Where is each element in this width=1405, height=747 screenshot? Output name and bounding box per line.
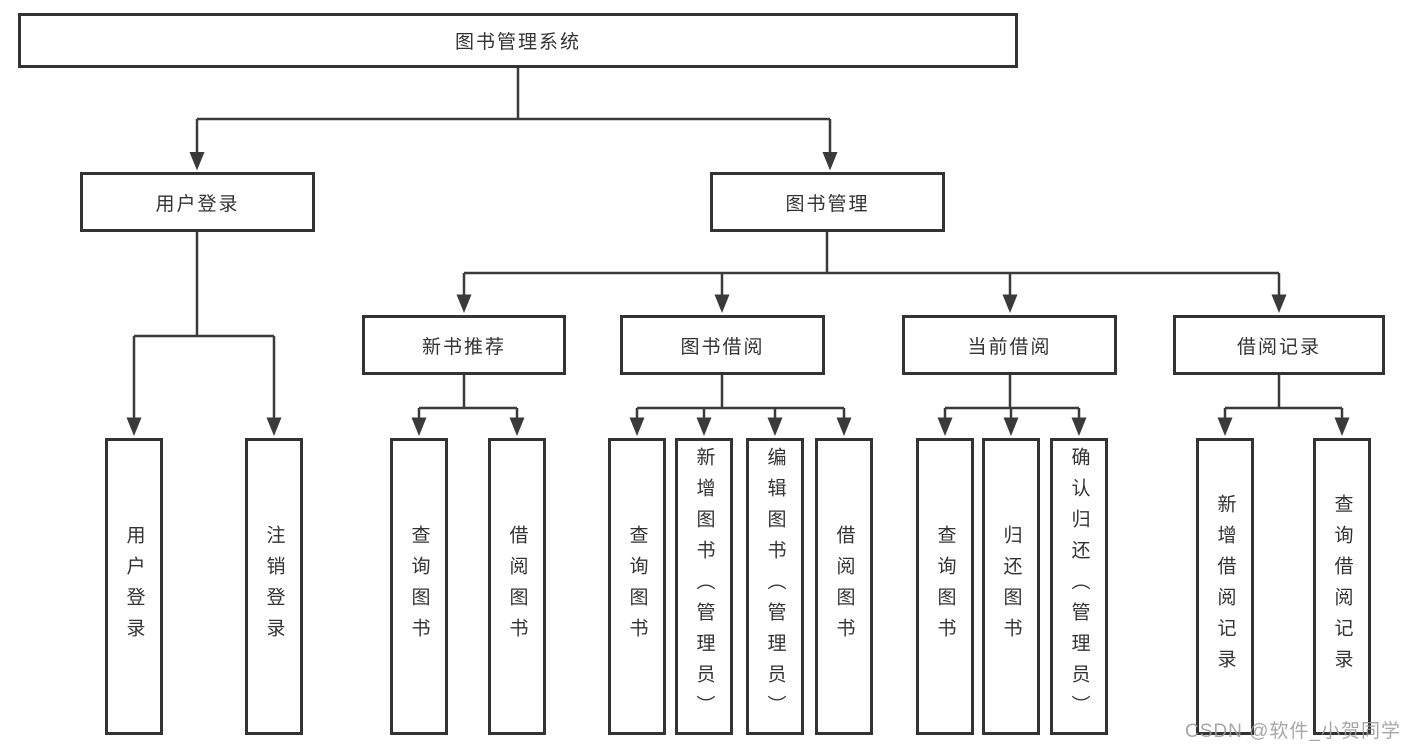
leaf-add-books-admin-label: 新增图书（管理员） xyxy=(693,447,715,726)
node-borrow-records: 借阅记录 xyxy=(1173,315,1385,375)
leaf-borrow-books-recommend-label: 借阅图书 xyxy=(506,524,528,649)
connector-root-to-level2 xyxy=(189,68,838,171)
leaf-borrow-books-label: 借阅图书 xyxy=(833,524,855,649)
leaf-query-borrow-record: 查询借阅记录 xyxy=(1313,438,1371,735)
node-book-management: 图书管理 xyxy=(710,172,945,232)
connector-book-borrow-children xyxy=(629,375,852,436)
csdn-watermark: CSDN @软件_小贺同学 xyxy=(1185,721,1401,742)
leaf-query-books-recommend: 查询图书 xyxy=(390,438,448,735)
connector-new-book-children xyxy=(411,375,525,436)
leaf-add-borrow-record-label: 新增借阅记录 xyxy=(1214,493,1236,680)
leaf-return-books-label: 归还图书 xyxy=(1000,524,1022,649)
leaf-query-books-recommend-label: 查询图书 xyxy=(408,524,430,649)
connector-borrow-records-children xyxy=(1217,375,1350,436)
node-book-borrow: 图书借阅 xyxy=(620,315,825,375)
node-current-borrow: 当前借阅 xyxy=(902,315,1117,375)
leaf-query-borrow-record-label: 查询借阅记录 xyxy=(1331,493,1353,680)
leaf-logout-login-label: 注销登录 xyxy=(263,524,285,649)
leaf-user-login-label: 用户登录 xyxy=(123,524,145,649)
leaf-borrow-books-recommend: 借阅图书 xyxy=(488,438,546,735)
connector-book-management-children xyxy=(456,232,1287,313)
node-user-login: 用户登录 xyxy=(80,172,315,232)
node-new-book-recommend: 新书推荐 xyxy=(362,315,566,375)
leaf-query-books-borrow: 查询图书 xyxy=(608,438,666,735)
leaf-borrow-books: 借阅图书 xyxy=(815,438,873,735)
leaf-confirm-return-admin-label: 确认归还（管理员） xyxy=(1068,447,1090,726)
leaf-query-books-current: 查询图书 xyxy=(916,438,974,735)
connector-current-borrow-children xyxy=(937,375,1087,436)
leaf-return-books: 归还图书 xyxy=(982,438,1040,735)
leaf-user-login: 用户登录 xyxy=(105,438,163,735)
node-root-system: 图书管理系统 xyxy=(18,13,1018,68)
leaf-logout-login: 注销登录 xyxy=(245,438,303,735)
leaf-edit-books-admin-label: 编辑图书（管理员） xyxy=(764,447,786,726)
leaf-add-books-admin: 新增图书（管理员） xyxy=(675,438,733,735)
leaf-query-books-current-label: 查询图书 xyxy=(934,524,956,649)
leaf-query-books-borrow-label: 查询图书 xyxy=(626,524,648,649)
connector-user-login-children xyxy=(126,232,282,436)
leaf-confirm-return-admin: 确认归还（管理员） xyxy=(1050,438,1108,735)
leaf-edit-books-admin: 编辑图书（管理员） xyxy=(746,438,804,735)
leaf-add-borrow-record: 新增借阅记录 xyxy=(1196,438,1254,735)
